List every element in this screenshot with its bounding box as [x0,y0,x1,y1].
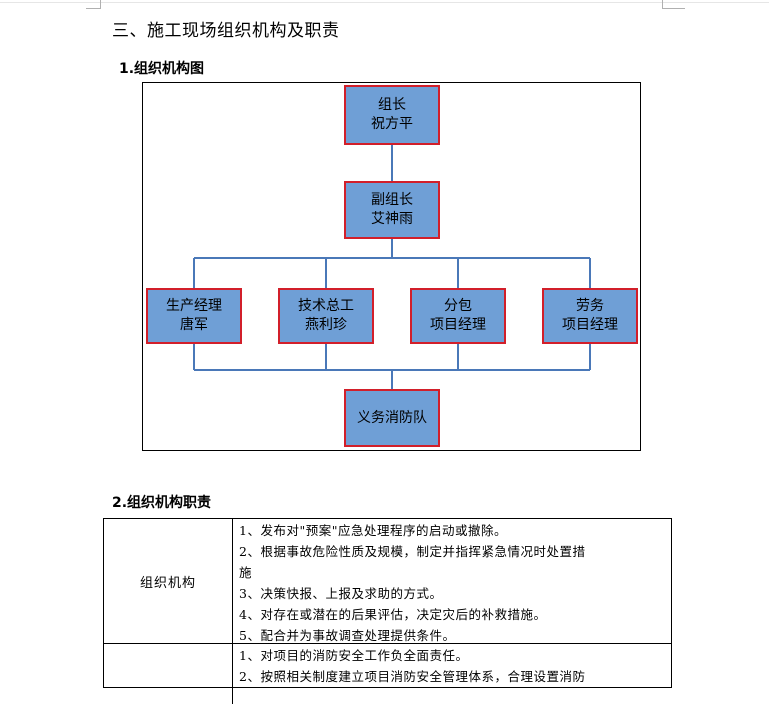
duties-row-label [104,644,233,704]
node-manager-line1: 生产经理 [166,298,222,314]
duty-item: 1、对项目的消防安全工作负全面责任。 [239,648,469,663]
node-manager-line1: 劳务 [576,298,604,314]
margin-corner-mark-left [86,0,101,9]
duties-heading: 2.组织机构职责 [112,495,212,511]
node-manager-line1: 分包 [444,298,472,314]
node-manager-line2: 唐军 [180,317,208,333]
node-manager-labor: 劳务 项目经理 [542,288,638,344]
org-chart-frame: 组长 祝方平 副组长 艾神雨 生产经理 唐军 技术总工 燕利珍 分包 项目经理 … [142,82,641,451]
margin-corner-mark-right [662,0,685,9]
node-fire-brigade: 义务消防队 [344,389,440,447]
node-leader-name: 祝方平 [371,116,413,132]
node-manager-line2: 燕利珍 [305,317,347,333]
node-manager-technical: 技术总工 燕利珍 [278,288,374,344]
node-deputy-role: 副组长 [371,192,413,208]
node-manager-production: 生产经理 唐军 [146,288,242,344]
node-manager-line2: 项目经理 [430,317,486,333]
duties-row: 组织机构 1、发布对"预案"应急处理程序的启动或撤除。 2、根据事故危险性质及规… [104,519,671,644]
duties-row-label: 组织机构 [104,519,233,643]
duty-item: 3、决策快报、上报及求助的方式。 [239,586,443,601]
node-manager-line1: 技术总工 [298,298,354,314]
duties-row-items: 1、对项目的消防安全工作负全面责任。 2、按照相关制度建立项目消防安全管理体系，… [239,645,669,687]
org-chart-heading: 1.组织机构图 [119,61,205,77]
node-leader: 组长 祝方平 [344,85,440,145]
node-deputy: 副组长 艾神雨 [344,181,440,239]
duties-row: 1、对项目的消防安全工作负全面责任。 2、按照相关制度建立项目消防安全管理体系，… [104,644,671,704]
node-manager-subcontract: 分包 项目经理 [410,288,506,344]
org-chart-connectors [193,145,591,389]
duties-row-items: 1、发布对"预案"应急处理程序的启动或撤除。 2、根据事故危险性质及规模，制定并… [239,520,669,646]
node-manager-line2: 项目经理 [562,317,618,333]
duty-item: 1、发布对"预案"应急处理程序的启动或撤除。 [239,523,507,538]
node-leader-role: 组长 [378,97,406,113]
duty-item: 5、配合并为事故调查处理提供条件。 [239,628,456,643]
duty-item: 4、对存在或潜在的后果评估，决定灾后的补救措施。 [239,607,547,622]
duty-item: 2、根据事故危险性质及规模，制定并指挥紧急情况时处置措 [239,544,586,559]
section-title: 三、施工现场组织机构及职责 [112,21,340,41]
page-top-edge [0,2,769,3]
duties-table: 组织机构 1、发布对"预案"应急处理程序的启动或撤除。 2、根据事故危险性质及规… [103,518,672,704]
node-deputy-name: 艾神雨 [371,211,413,227]
duty-item: 施 [239,565,253,580]
node-fire-brigade-label: 义务消防队 [357,409,427,426]
